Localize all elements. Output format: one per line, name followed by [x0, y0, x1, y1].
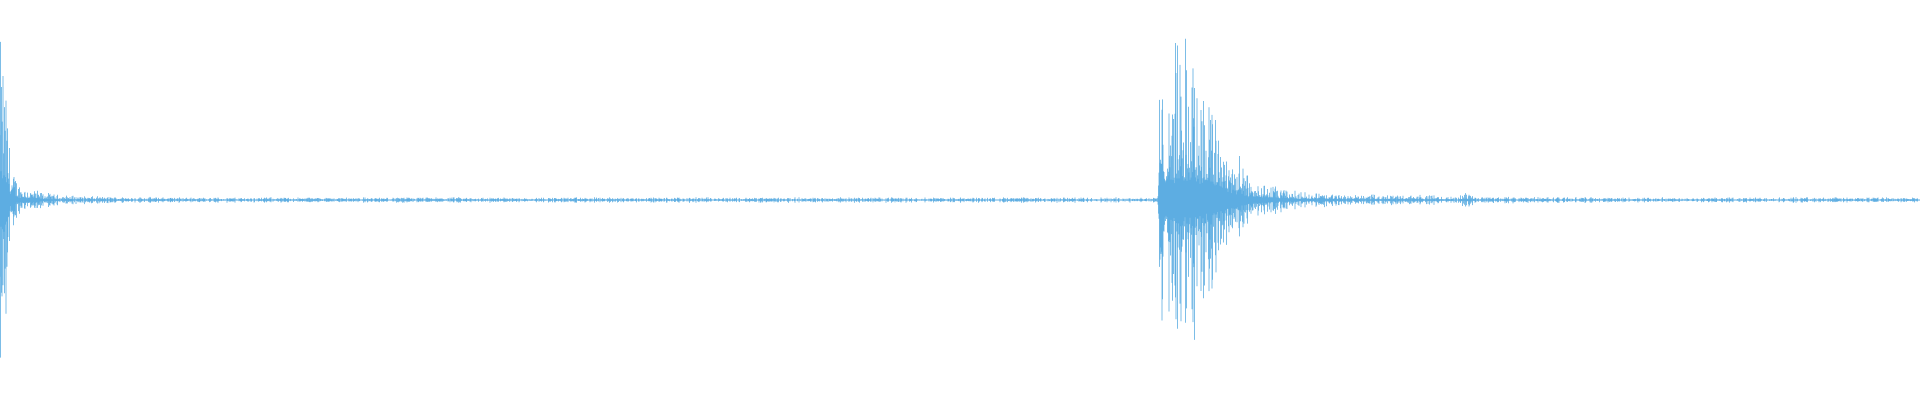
waveform-trace [0, 38, 1920, 358]
